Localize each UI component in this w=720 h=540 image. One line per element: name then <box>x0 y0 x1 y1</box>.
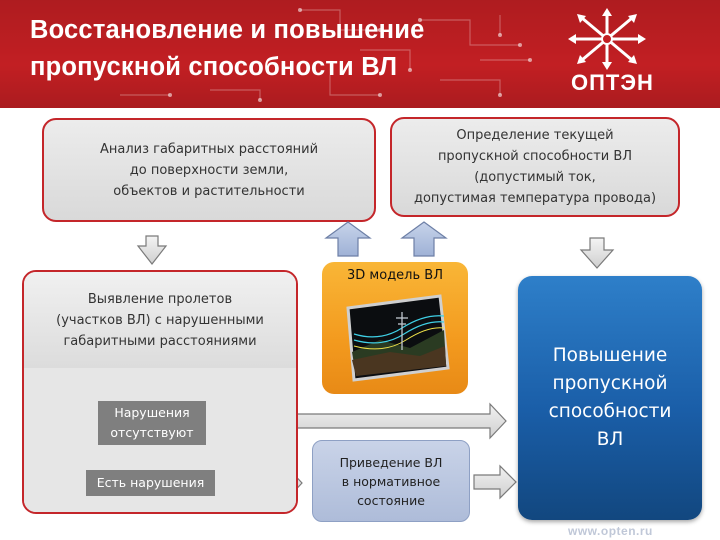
website-url: www.opten.ru <box>568 524 653 538</box>
violations-tag: Есть нарушения <box>86 470 215 496</box>
capacity-box: Определение текущей пропускной способнос… <box>390 117 680 217</box>
analysis-box: Анализ габаритных расстояний до поверхно… <box>42 118 376 222</box>
restore-box: Приведение ВЛ в нормативное состояние <box>312 440 470 522</box>
page-title: Восстановление и повышение пропускной сп… <box>30 16 425 81</box>
up-arrow-icon <box>324 221 372 257</box>
no-violations-tag: Нарушения отсутствуют <box>97 400 207 446</box>
capacity-increase-box: Повышение пропускной способности ВЛ <box>518 276 702 520</box>
detection-label: Выявление пролетов (участков ВЛ) с наруш… <box>24 272 296 368</box>
header-bar <box>0 0 720 108</box>
detection-box: Выявление пролетов (участков ВЛ) с наруш… <box>22 270 298 514</box>
logo-text: ОПТЭН <box>571 70 654 95</box>
3d-model-label: 3D модель ВЛ <box>347 268 443 283</box>
3d-model-image <box>346 294 450 382</box>
right-arrow-icon <box>473 464 517 500</box>
opten-logo-icon <box>568 8 646 70</box>
down-arrow-icon <box>136 235 168 265</box>
header-shade <box>0 0 720 108</box>
down-arrow-icon <box>579 237 615 269</box>
circuit-pattern <box>120 8 532 102</box>
up-arrow-icon <box>400 221 448 257</box>
